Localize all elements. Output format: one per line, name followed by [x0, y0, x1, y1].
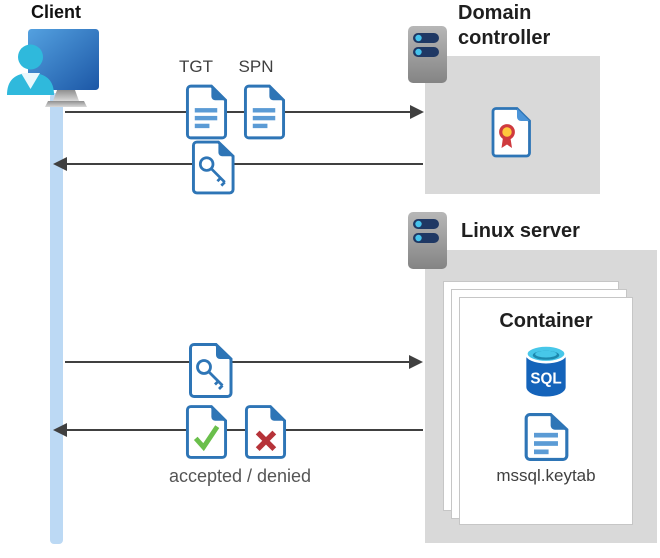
request-arrow-ticket-to-container — [65, 355, 423, 369]
ticket-key-document-icon — [189, 343, 233, 398]
accepted-check-document-icon — [185, 405, 228, 459]
sql-badge-text: SQL — [530, 370, 561, 387]
arrowhead-left-icon — [53, 157, 67, 171]
domain-controller-server-icon — [408, 26, 447, 83]
keytab-label: mssql.keytab — [496, 466, 596, 485]
linux-server-server-icon — [408, 212, 447, 269]
spn-label: SPN — [238, 57, 274, 76]
sql-database-icon: SQL — [525, 344, 567, 397]
container-title: Container — [499, 310, 593, 332]
denied-x-document-icon — [244, 405, 287, 459]
response-arrow-ticket — [53, 157, 423, 171]
client-label: Client — [30, 2, 81, 22]
domain-controller-title: Domain controller — [458, 2, 551, 49]
certificate-icon — [491, 107, 531, 158]
response-arrow-accepted-denied — [53, 423, 423, 437]
ticket-key-document-icon — [191, 140, 235, 195]
spn-document-icon — [243, 84, 286, 140]
arrowhead-right-icon — [409, 355, 423, 369]
accepted-denied-caption: accepted / denied — [168, 466, 312, 486]
arrowhead-right-icon — [410, 105, 424, 119]
linux-server-title: Linux server — [461, 220, 580, 242]
arrowhead-left-icon — [53, 423, 67, 437]
client-icon — [7, 29, 99, 107]
request-arrow-tgt-spn — [65, 105, 424, 119]
tgt-document-icon — [185, 84, 228, 140]
container-card: Container SQL mssql.keytab — [459, 297, 633, 525]
keytab-file-icon — [524, 413, 568, 461]
tgt-label: TGT — [179, 57, 213, 76]
